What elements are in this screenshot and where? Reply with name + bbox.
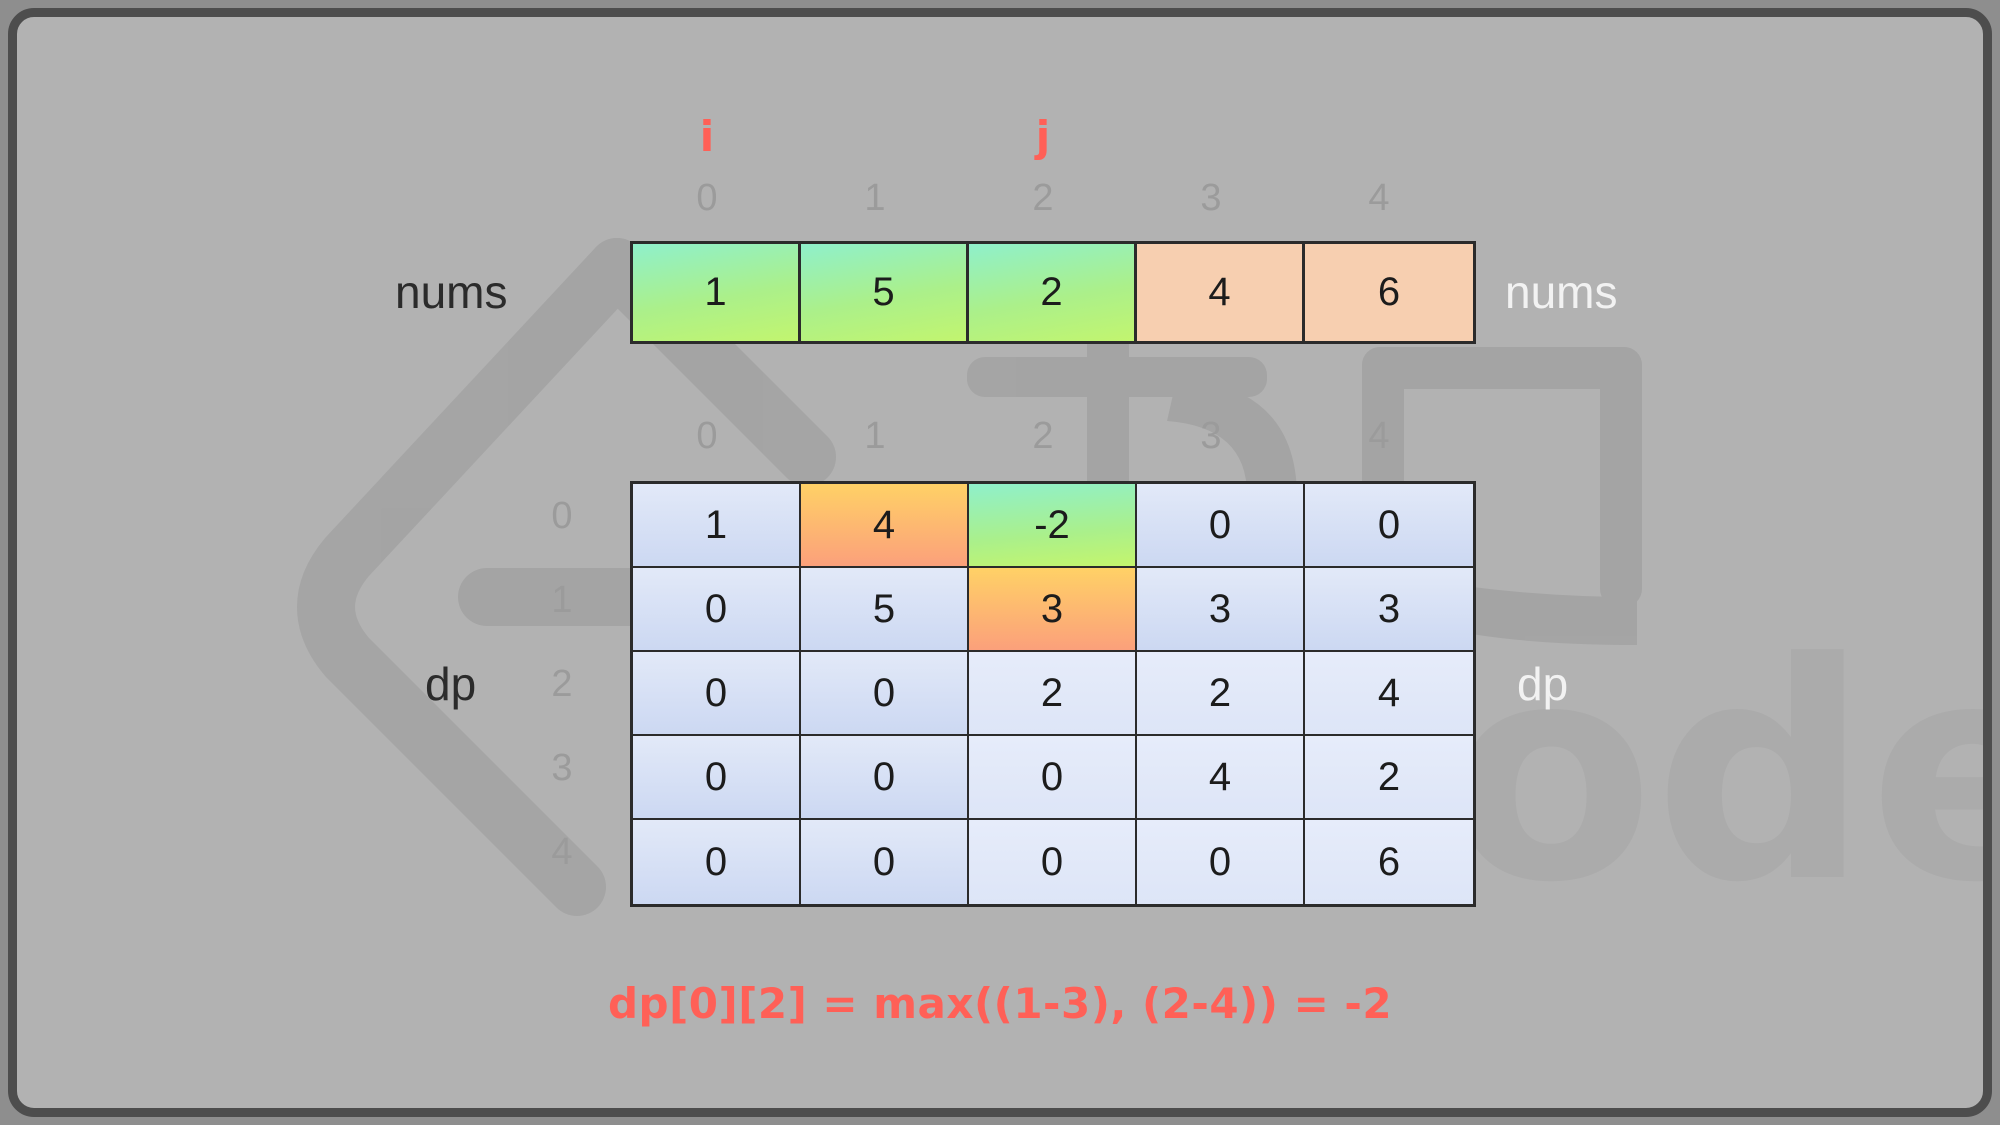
table-row: 0 0 0 0 6	[633, 820, 1473, 904]
dp-row-header-4: 4	[551, 831, 573, 873]
nums-col-header-3: 3	[1200, 177, 1222, 219]
dp-cell-3-4[interactable]: 2	[1305, 736, 1473, 820]
dp-label-left: dp	[425, 658, 477, 710]
dp-cell-3-2[interactable]: 0	[969, 736, 1137, 820]
nums-col-header-4: 4	[1368, 177, 1390, 219]
formula-caption: dp[0][2] = max((1-3), (2-4)) = -2	[607, 979, 1393, 1028]
dp-cell-4-2[interactable]: 0	[969, 820, 1137, 904]
nums-array: 1 5 2 4 6	[630, 241, 1476, 344]
nums-label-left: nums	[395, 266, 508, 318]
dp-cell-3-3[interactable]: 4	[1137, 736, 1305, 820]
diagram-stage: i j 0 1 2 3 4 nums nums 1 5 2 4 6 0 1 2 …	[17, 17, 1983, 1108]
dp-cell-4-0[interactable]: 0	[633, 820, 801, 904]
dp-col-header-2: 2	[1032, 415, 1054, 457]
nums-cell-2[interactable]: 2	[969, 244, 1137, 341]
dp-cell-0-4[interactable]: 0	[1305, 484, 1473, 568]
nums-label-right: nums	[1505, 266, 1618, 318]
dp-cell-4-1[interactable]: 0	[801, 820, 969, 904]
dp-cell-1-0[interactable]: 0	[633, 568, 801, 652]
table-row: 0 0 0 4 2	[633, 736, 1473, 820]
dp-cell-2-1[interactable]: 0	[801, 652, 969, 736]
dp-matrix: 1 4 -2 0 0 0 5 3 3 3 0 0 2 2 4 0	[630, 481, 1476, 907]
table-row: 0 5 3 3 3	[633, 568, 1473, 652]
nums-cell-1[interactable]: 5	[801, 244, 969, 341]
dp-cell-0-3[interactable]: 0	[1137, 484, 1305, 568]
dp-label-right: dp	[1517, 658, 1569, 710]
dp-cell-4-3[interactable]: 0	[1137, 820, 1305, 904]
pointer-i: i	[699, 112, 715, 161]
table-row: 1 4 -2 0 0	[633, 484, 1473, 568]
dp-cell-2-3[interactable]: 2	[1137, 652, 1305, 736]
nums-cell-3[interactable]: 4	[1137, 244, 1305, 341]
nums-cell-0[interactable]: 1	[633, 244, 801, 341]
dp-row-header-0: 0	[551, 495, 573, 537]
dp-row-header-3: 3	[551, 747, 573, 789]
dp-cell-3-0[interactable]: 0	[633, 736, 801, 820]
dp-cell-1-3[interactable]: 3	[1137, 568, 1305, 652]
pointer-j: j	[1035, 112, 1051, 161]
table-row: 0 0 2 2 4	[633, 652, 1473, 736]
dp-col-header-4: 4	[1368, 415, 1390, 457]
dp-cell-0-0[interactable]: 1	[633, 484, 801, 568]
dp-cell-2-0[interactable]: 0	[633, 652, 801, 736]
nums-col-header-1: 1	[864, 177, 886, 219]
dp-row-header-1: 1	[551, 579, 573, 621]
nums-col-header-2: 2	[1032, 177, 1054, 219]
dp-cell-0-1[interactable]: 4	[801, 484, 969, 568]
dp-cell-3-1[interactable]: 0	[801, 736, 969, 820]
dp-cell-1-1[interactable]: 5	[801, 568, 969, 652]
diagram-frame: leetcode i j 0 1 2 3 4 nums nums 1 5 2 4…	[8, 8, 1992, 1117]
dp-cell-2-4[interactable]: 4	[1305, 652, 1473, 736]
nums-cell-4[interactable]: 6	[1305, 244, 1473, 341]
dp-cell-1-4[interactable]: 3	[1305, 568, 1473, 652]
dp-col-header-3: 3	[1200, 415, 1222, 457]
dp-cell-2-2[interactable]: 2	[969, 652, 1137, 736]
dp-cell-1-2[interactable]: 3	[969, 568, 1137, 652]
dp-col-header-1: 1	[864, 415, 886, 457]
nums-col-header-0: 0	[696, 177, 718, 219]
dp-cell-4-4[interactable]: 6	[1305, 820, 1473, 904]
dp-col-header-0: 0	[696, 415, 718, 457]
dp-row-header-2: 2	[551, 663, 573, 705]
dp-cell-0-2[interactable]: -2	[969, 484, 1137, 568]
